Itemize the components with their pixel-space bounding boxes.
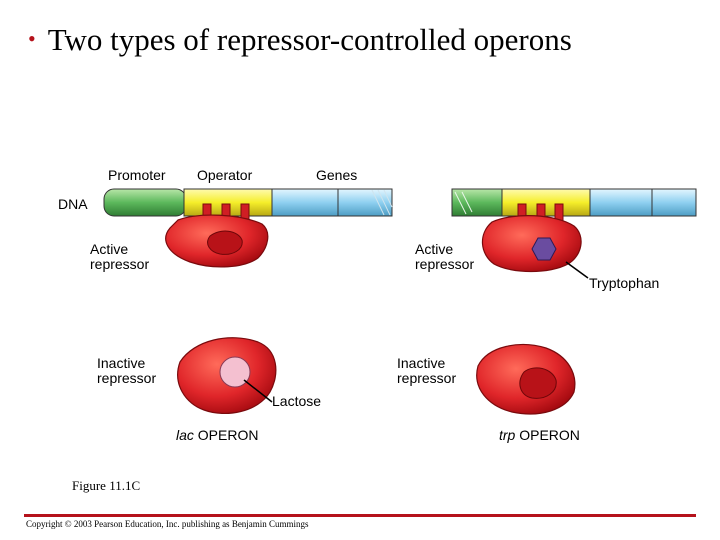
bullet-icon: • [28,26,36,51]
label-operator: Operator [197,167,253,183]
lac-genes-segment [271,188,393,217]
label-genes: Genes [316,167,358,183]
trp-dna-strand [451,188,697,217]
label-tryptophan: Tryptophan [589,275,660,291]
lactose-molecule-icon [219,356,251,388]
footer-divider [24,514,696,517]
lac-promoter-segment [103,188,187,217]
label-active-repressor-left: Active repressor [90,241,150,272]
slide-title-text: Two types of repressor-controlled operon… [47,22,572,57]
label-lactose: Lactose [272,393,322,409]
tryptophan-hexagon-icon [531,237,557,261]
label-active-repressor-right: Active repressor [415,241,475,272]
figure-caption: Figure 11.1C [72,478,141,493]
trp-operon-title: trp OPERON [499,427,580,443]
trp-operator-segment [501,188,593,217]
lac-active-repressor [165,203,269,268]
trp-genes-segment [589,188,697,217]
label-dna: DNA [58,196,88,212]
lac-inactive-repressor [177,337,277,414]
slide-title: • Two types of repressor-controlled opero… [28,22,572,58]
lac-dna-strand [103,188,393,217]
trp-inactive-repressor [476,343,576,415]
label-inactive-repressor-left: Inactive repressor [97,355,157,386]
lac-operon-title: lac OPERON [176,427,259,443]
copyright-notice: Copyright © 2003 Pearson Education, Inc.… [26,519,309,529]
label-promoter: Promoter [108,167,166,183]
trp-active-repressor [481,203,589,279]
label-inactive-repressor-right: Inactive repressor [397,355,457,386]
